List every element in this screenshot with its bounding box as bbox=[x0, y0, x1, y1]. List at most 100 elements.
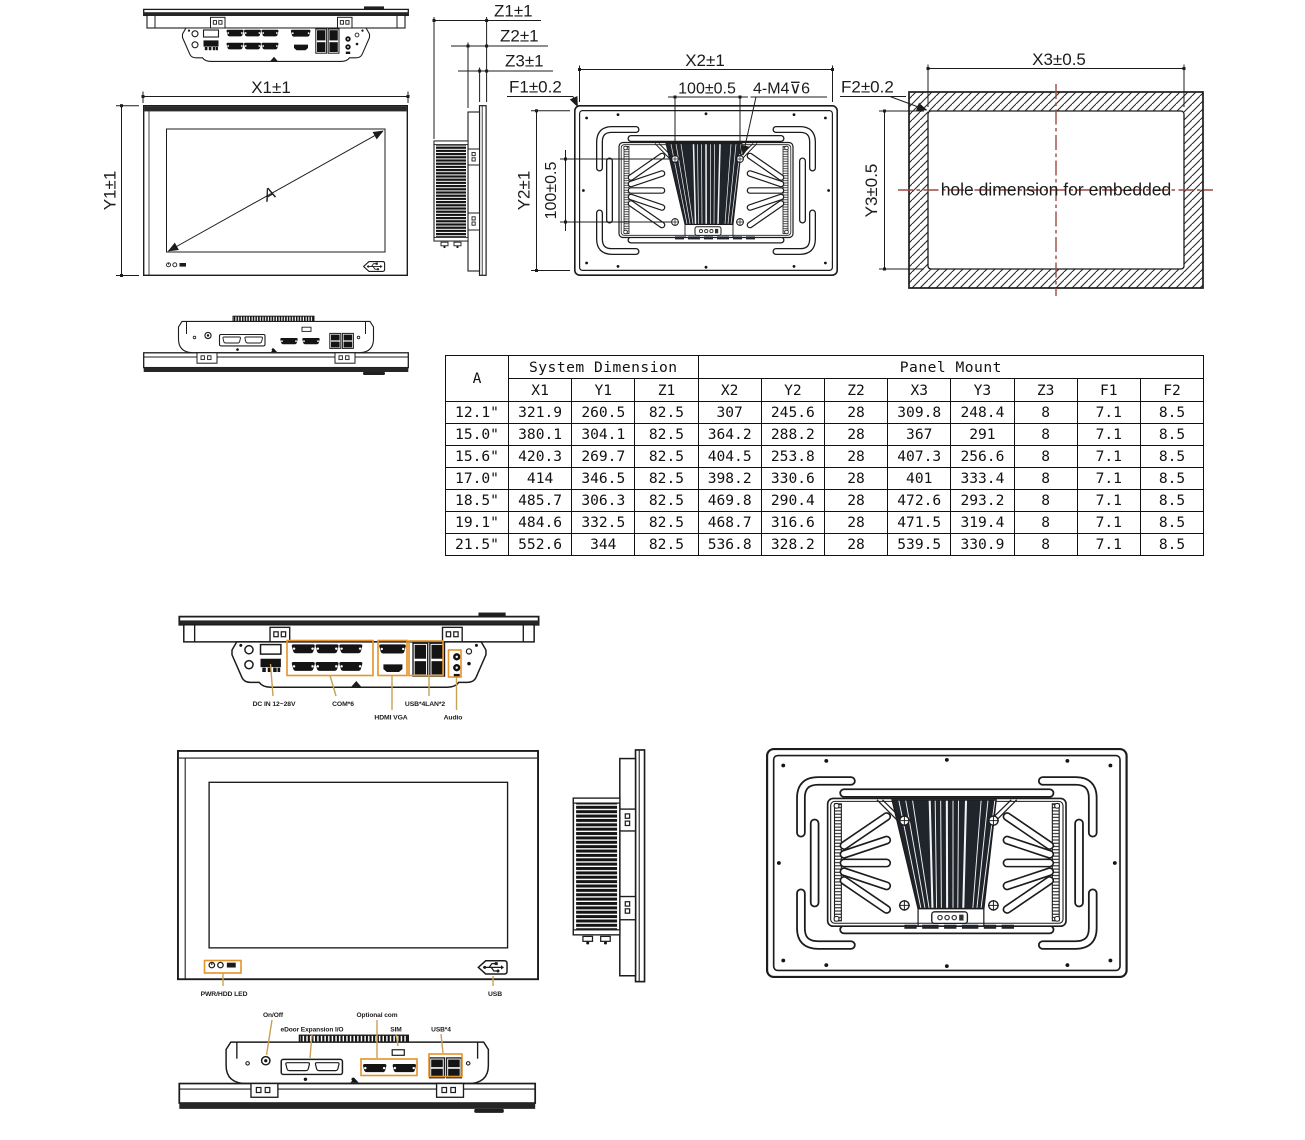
dim-vesa-h-label: 100±0.5 bbox=[678, 81, 736, 98]
col-x1: X1 bbox=[507, 378, 573, 402]
label-usb4: USB*4 bbox=[431, 1027, 451, 1034]
table-cell: 485.7 bbox=[507, 489, 573, 512]
table-cell: 28 bbox=[823, 511, 889, 534]
hole-cutout-view: hole dimension for embedded bbox=[898, 84, 1213, 296]
bottom-port-leaders bbox=[265, 1019, 444, 1059]
dim-vesa-h bbox=[668, 95, 748, 154]
side-view-small bbox=[433, 105, 487, 276]
dim-y1-label: Y1±1 bbox=[101, 171, 120, 211]
table-cell: 8.5 bbox=[1139, 533, 1205, 556]
dim-screw-spec-label: 4-M4⊽6 bbox=[753, 81, 810, 98]
table-cell: 380.1 bbox=[507, 423, 573, 446]
table-cell: 28 bbox=[823, 489, 889, 512]
bottom-view-small bbox=[143, 315, 409, 376]
table-cell: 28 bbox=[823, 445, 889, 468]
table-cell: 332.5 bbox=[571, 511, 636, 534]
dim-x1-label: X1±1 bbox=[251, 78, 291, 97]
table-cell: 367 bbox=[887, 423, 952, 446]
table-cell: 8 bbox=[1013, 489, 1078, 512]
table-cell: 8 bbox=[1013, 467, 1078, 490]
dim-z3-label: Z3±1 bbox=[505, 52, 544, 71]
table-cell: 82.5 bbox=[634, 423, 699, 446]
label-on-off: On/Off bbox=[263, 1012, 284, 1019]
front-glass-edge bbox=[144, 106, 407, 111]
table-cell: 7.1 bbox=[1076, 511, 1141, 534]
table-cell: 404.5 bbox=[697, 445, 762, 468]
table-cell: 344 bbox=[571, 533, 636, 556]
table-cell: 8 bbox=[1013, 533, 1078, 556]
table-cell: 290.4 bbox=[760, 489, 825, 512]
table-cell: 19.1" bbox=[445, 511, 509, 534]
table-cell: 8 bbox=[1013, 401, 1078, 424]
table-cell: 407.3 bbox=[887, 445, 952, 468]
dim-vesa-v bbox=[560, 150, 671, 231]
rear-view-large bbox=[767, 749, 1126, 977]
dim-screw-spec bbox=[741, 96, 827, 156]
table-cell: 319.4 bbox=[950, 511, 1015, 534]
dim-f1-label: F1±0.2 bbox=[509, 78, 562, 97]
dim-y2 bbox=[531, 109, 570, 272]
table-cell: 7.1 bbox=[1076, 533, 1141, 556]
dim-x3 bbox=[926, 64, 1186, 107]
dim-y3 bbox=[879, 109, 924, 271]
table-cell: 28 bbox=[823, 467, 889, 490]
dim-y1 bbox=[116, 104, 139, 277]
table-cell: 7.1 bbox=[1076, 423, 1141, 446]
label-usb-front: USB bbox=[488, 991, 502, 998]
table-cell: 248.4 bbox=[950, 401, 1015, 424]
col-z2: Z2 bbox=[823, 378, 889, 402]
label-dc-in: DC IN 12~28V bbox=[253, 701, 296, 708]
col-z3: Z3 bbox=[1013, 378, 1078, 402]
table-cell: 420.3 bbox=[507, 445, 573, 468]
hole-note: hole dimension for embedded bbox=[941, 180, 1172, 200]
table-cell: 8.5 bbox=[1139, 489, 1205, 512]
table-cell: 82.5 bbox=[634, 489, 699, 512]
table-cell: 8 bbox=[1013, 423, 1078, 446]
table-cell: 82.5 bbox=[634, 533, 699, 556]
spec-table: A System Dimension Panel Mount X1 Y1 Z1 … bbox=[445, 355, 1205, 556]
table-cell: 401 bbox=[887, 467, 952, 490]
table-cell: 398.2 bbox=[697, 467, 762, 490]
table-cell: 552.6 bbox=[507, 533, 573, 556]
table-cell: 293.2 bbox=[950, 489, 1015, 512]
table-cell: 330.6 bbox=[760, 467, 825, 490]
table-corner-header: A bbox=[445, 355, 509, 402]
table-cell: 316.6 bbox=[760, 511, 825, 534]
bottom-port-boxes bbox=[360, 1053, 463, 1078]
dim-x2 bbox=[578, 65, 834, 102]
table-cell: 8 bbox=[1013, 511, 1078, 534]
col-y2: Y2 bbox=[760, 378, 825, 402]
table-cell: 304.1 bbox=[571, 423, 636, 446]
dim-x1 bbox=[141, 91, 410, 103]
table-cell: 330.9 bbox=[950, 533, 1015, 556]
centerlines bbox=[898, 84, 1213, 296]
dim-z3 bbox=[458, 67, 553, 102]
col-z1: Z1 bbox=[634, 378, 699, 402]
table-cell: 7.1 bbox=[1076, 445, 1141, 468]
table-cell: 333.4 bbox=[950, 467, 1015, 490]
side-view-large bbox=[572, 749, 646, 983]
table-cell: 306.3 bbox=[571, 489, 636, 512]
table-cell: 8.5 bbox=[1139, 423, 1205, 446]
dim-vesa-v-label: 100±0.5 bbox=[543, 162, 560, 220]
table-cell: 414 bbox=[507, 467, 573, 490]
dim-y3-label: Y3±0.5 bbox=[862, 164, 881, 218]
dim-f2 bbox=[840, 96, 928, 111]
table-cell: 256.6 bbox=[950, 445, 1015, 468]
table-cell: 469.8 bbox=[697, 489, 762, 512]
table-column-row: X1 Y1 Z1 X2 Y2 Z2 X3 Y3 Z3 F1 F2 bbox=[446, 378, 1205, 402]
table-cell: 12.1" bbox=[445, 401, 509, 424]
table-cell: 484.6 bbox=[507, 511, 573, 534]
table-cell: 260.5 bbox=[571, 401, 636, 424]
table-cell: 472.6 bbox=[887, 489, 952, 512]
label-com6: COM*6 bbox=[332, 701, 354, 708]
label-pwr-led: PWR/HDD LED bbox=[201, 991, 248, 998]
rear-view-small bbox=[575, 106, 837, 275]
table-cell: 8.5 bbox=[1139, 511, 1205, 534]
front-view-large bbox=[177, 749, 539, 981]
front-view-small bbox=[142, 104, 409, 276]
table-cell: 468.7 bbox=[697, 511, 762, 534]
